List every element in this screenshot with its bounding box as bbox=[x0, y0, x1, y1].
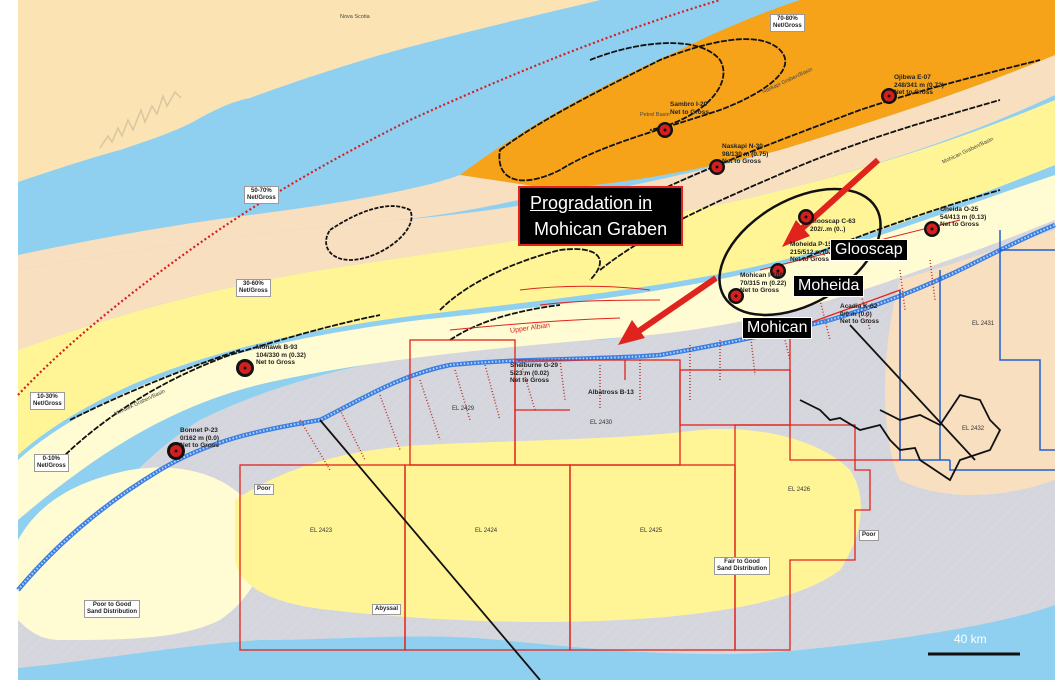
band-peach bbox=[18, 55, 1055, 350]
basin-label-petrel: Petrel Basin bbox=[640, 112, 670, 118]
mohican-tag: Mohican bbox=[742, 317, 813, 339]
well-label-oneida: Oneida O-25 54/413 m (0.13) Net to Gross bbox=[940, 206, 987, 228]
progradation-title-box: Progradation in Mohican Graben bbox=[518, 186, 684, 246]
scale-label: 40 km bbox=[954, 632, 987, 646]
glooscap-tag: Glooscap bbox=[830, 239, 908, 261]
well-label-glooscap: Glooscap C-63 202/..m (0..) bbox=[810, 218, 856, 233]
quality-callout-abyssal: Abyssal bbox=[372, 604, 402, 615]
well-label-ojibwa: Ojibwa E-07 248/341 m (0.72) Net to Gros… bbox=[894, 74, 944, 96]
land-label: Nova Scotia bbox=[340, 14, 370, 20]
basin-limit-dotted bbox=[17, 0, 721, 396]
title-line-2: Mohican Graben bbox=[534, 219, 668, 239]
fan-fair-to-good bbox=[235, 429, 861, 622]
peach-right-slope bbox=[885, 230, 1055, 495]
well-label-shelburne: Shelburne G-29 5/23 m (0.02) Net to Gros… bbox=[510, 362, 559, 384]
licence-el2431: EL 2431 bbox=[972, 321, 995, 327]
wells bbox=[167, 88, 940, 460]
seismic-line-2 bbox=[849, 324, 976, 461]
right-margin bbox=[1055, 0, 1062, 680]
licence-el2423: EL 2423 bbox=[310, 528, 333, 534]
licence-el2426: EL 2426 bbox=[788, 487, 811, 493]
band-yellow bbox=[18, 100, 1055, 455]
land-nova-scotia bbox=[18, 0, 600, 182]
moheida-tag: Moheida bbox=[793, 275, 865, 297]
well-label-albatross: Albatross B-13 bbox=[588, 389, 634, 396]
band-orange bbox=[460, 0, 1055, 191]
well-label-sambro: Sambro I-29 Net to Gross bbox=[670, 101, 710, 116]
shelf-edge-ticks bbox=[17, 224, 1056, 591]
acadia-polygon bbox=[799, 393, 1002, 482]
ng-callout-10-30: 10-30% Net/Gross bbox=[30, 392, 65, 410]
quality-callout-fair-to-good: Fair to Good Sand Distribution bbox=[714, 557, 770, 575]
well-label-acadia: Acadia K-62 0/0 m (0.0) Net to Gross bbox=[840, 303, 880, 325]
coastline bbox=[99, 90, 182, 149]
title-line-1: Progradation in bbox=[530, 193, 653, 213]
quality-callout-poor-right: Poor bbox=[859, 530, 879, 541]
quality-callout-poor-to-good: Poor to Good Sand Distribution bbox=[84, 600, 140, 618]
licence-el2432: EL 2432 bbox=[962, 426, 985, 432]
quality-callout-poor-left: Poor bbox=[254, 484, 274, 495]
well-label-naskapi: Naskapi N-30 98/130 m (0.75) Net to Gros… bbox=[722, 143, 769, 165]
well-label-bonnet: Bonnet P-23 0/162 m (0.0) Net to Gross bbox=[180, 427, 220, 449]
ng-callout-30-60: 30-60% Net/Gross bbox=[236, 279, 271, 297]
ng-callout-70-80: 70-80% Net/Gross bbox=[770, 14, 805, 32]
seismic-line-1 bbox=[319, 419, 541, 680]
basin-outlines bbox=[59, 38, 1041, 461]
fan-poor-to-good bbox=[18, 467, 265, 640]
licence-el2429: EL 2429 bbox=[452, 406, 475, 412]
well-label-mohican: Mohican I-100 70/315 m (0.22) Net to Gro… bbox=[740, 272, 787, 294]
licence-el2425: EL 2425 bbox=[640, 528, 663, 534]
ng-callout-50-70: 50-70% Net/Gross bbox=[244, 186, 279, 204]
well-label-moheida: Moheida P-15 215/512 m (0..) Net to Gros… bbox=[790, 241, 835, 263]
licence-lines-blue bbox=[899, 230, 1055, 471]
glooscap-ellipse bbox=[718, 187, 882, 317]
licence-el2424: EL 2424 bbox=[475, 528, 498, 534]
ng-callout-0-10: 0-10% Net/Gross bbox=[34, 454, 69, 472]
licence-el2430: EL 2430 bbox=[590, 420, 613, 426]
band-peach-top bbox=[18, 175, 560, 270]
left-margin bbox=[0, 0, 18, 680]
well-label-mohawk: Mohawk B-93 104/330 m (0.32) Net to Gros… bbox=[256, 344, 306, 366]
